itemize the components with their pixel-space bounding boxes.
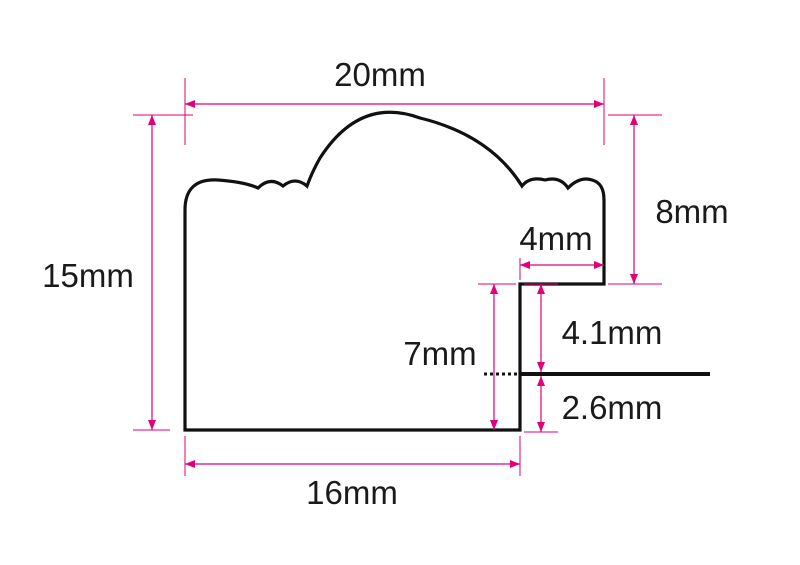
label-overall-height: 15mm <box>42 257 134 294</box>
label-rebate-depth: 7mm <box>403 335 476 372</box>
dimension-top-height: 8mm <box>608 114 729 285</box>
frame-profile-outline <box>183 110 606 432</box>
dimension-rebate-depth: 7mm <box>403 283 516 430</box>
dimension-rebate-width: 4mm <box>519 220 604 280</box>
dimension-overall-width: 20mm <box>184 56 605 145</box>
label-top-height: 8mm <box>655 193 728 230</box>
dimension-base-width: 16mm <box>184 436 521 511</box>
label-overall-width: 20mm <box>334 56 426 93</box>
label-rebate-width: 4mm <box>519 220 592 257</box>
dimension-overall-height: 15mm <box>42 114 193 431</box>
label-base-width: 16mm <box>306 474 398 511</box>
dimension-upper-rebate: 4.1mm <box>524 283 663 372</box>
label-lower-rebate: 2.6mm <box>562 389 663 426</box>
dimension-lower-rebate: 2.6mm <box>524 376 663 433</box>
label-upper-rebate: 4.1mm <box>562 314 663 351</box>
